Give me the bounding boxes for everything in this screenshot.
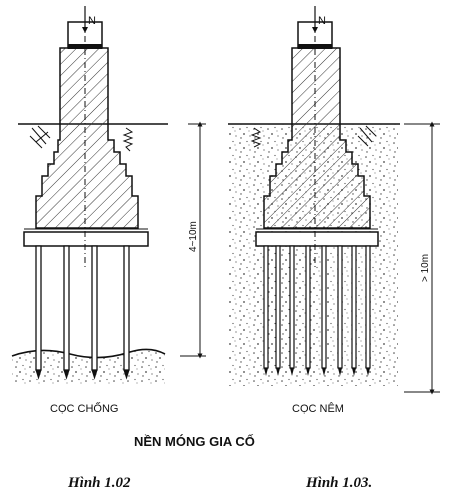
- right-foundation-body: [263, 47, 371, 229]
- right-figure-number: Hình 1.03.: [305, 475, 372, 491]
- left-load-label: N: [88, 15, 96, 27]
- left-soil-spring: [122, 127, 134, 152]
- left-foundation-body: [35, 47, 139, 229]
- left-figure: N 4~10m CỌC CHỐNG: [11, 6, 206, 415]
- left-soil-symbol: [29, 125, 51, 149]
- left-dimension-label: 4~10m: [188, 221, 199, 252]
- main-title: NỀN MÓNG GIA CỐ: [134, 434, 255, 449]
- left-caption: CỌC CHỐNG: [50, 401, 118, 415]
- right-load-label: N: [318, 15, 326, 27]
- left-bearing-layer: [12, 349, 165, 385]
- right-figure: N > 10m CỌC NÊM: [228, 6, 440, 415]
- right-soil-symbol: [357, 125, 377, 147]
- right-caption: CỌC NÊM: [292, 402, 344, 415]
- right-dimension-label: > 10m: [420, 254, 431, 282]
- right-pile-cap: [255, 231, 379, 247]
- left-pile-cap: [23, 231, 149, 247]
- right-soil-spring: [250, 127, 262, 148]
- left-figure-number: Hình 1.02: [67, 475, 131, 491]
